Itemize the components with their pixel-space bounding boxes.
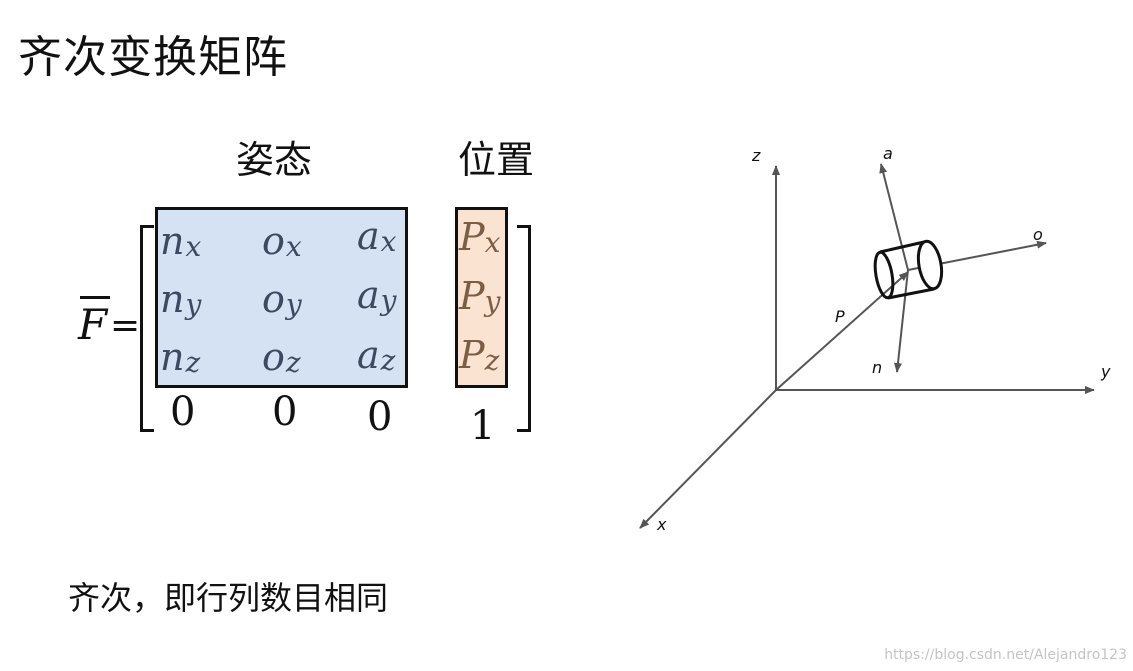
- y-label: y: [1100, 362, 1111, 381]
- attitude-header: 姿态: [236, 138, 313, 182]
- o-label: o: [1033, 225, 1043, 244]
- equals-sign: =: [110, 305, 141, 346]
- frame-symbol: F: [78, 300, 108, 349]
- x-label: x: [656, 515, 667, 534]
- matrix-cell-o-z: oz: [262, 335, 301, 379]
- n-label: n: [872, 358, 882, 377]
- position-box: [455, 207, 508, 388]
- matrix-cell-p-z: Pz: [459, 333, 500, 377]
- matrix-cell-a-y: ay: [357, 273, 397, 317]
- n-axis: [893, 269, 909, 373]
- gripper-cylinder-icon: [873, 239, 944, 300]
- page-title: 齐次变换矩阵: [18, 32, 288, 83]
- coordinate-frame-diagram: z y x a o n P: [639, 144, 1111, 534]
- matrix-cell-n-y: ny: [160, 277, 202, 321]
- overline-bar: [80, 296, 110, 299]
- note-text: 齐次，即行列数目相同: [68, 579, 389, 617]
- p-vector: [775, 271, 909, 391]
- watermark: https://blog.csdn.net/Alejandro123: [884, 647, 1127, 663]
- left-bracket: [140, 225, 154, 432]
- matrix-cell-zero-3: 0: [367, 394, 393, 440]
- a-axis: [879, 163, 909, 271]
- matrix-cell-a-x: ax: [357, 214, 397, 258]
- matrix-cell-o-x: ox: [262, 219, 302, 263]
- matrix-cell-zero-1: 0: [170, 389, 196, 435]
- position-header: 位置: [458, 138, 535, 182]
- matrix-cell-one: 1: [470, 403, 496, 449]
- matrix-cell-p-y: Py: [459, 274, 501, 318]
- matrix-cell-n-z: nz: [160, 335, 201, 379]
- matrix-cell-a-z: az: [357, 333, 396, 377]
- p-label: P: [835, 307, 845, 326]
- right-bracket: [517, 225, 531, 432]
- matrix-cell-n-x: nx: [160, 219, 202, 263]
- matrix-cell-p-x: Px: [459, 215, 501, 259]
- z-label: z: [751, 146, 761, 165]
- a-label: a: [883, 144, 893, 163]
- attitude-box: [155, 207, 408, 388]
- x-axis: [639, 389, 777, 529]
- matrix-cell-o-y: oy: [262, 277, 302, 321]
- matrix-cell-zero-2: 0: [272, 389, 298, 435]
